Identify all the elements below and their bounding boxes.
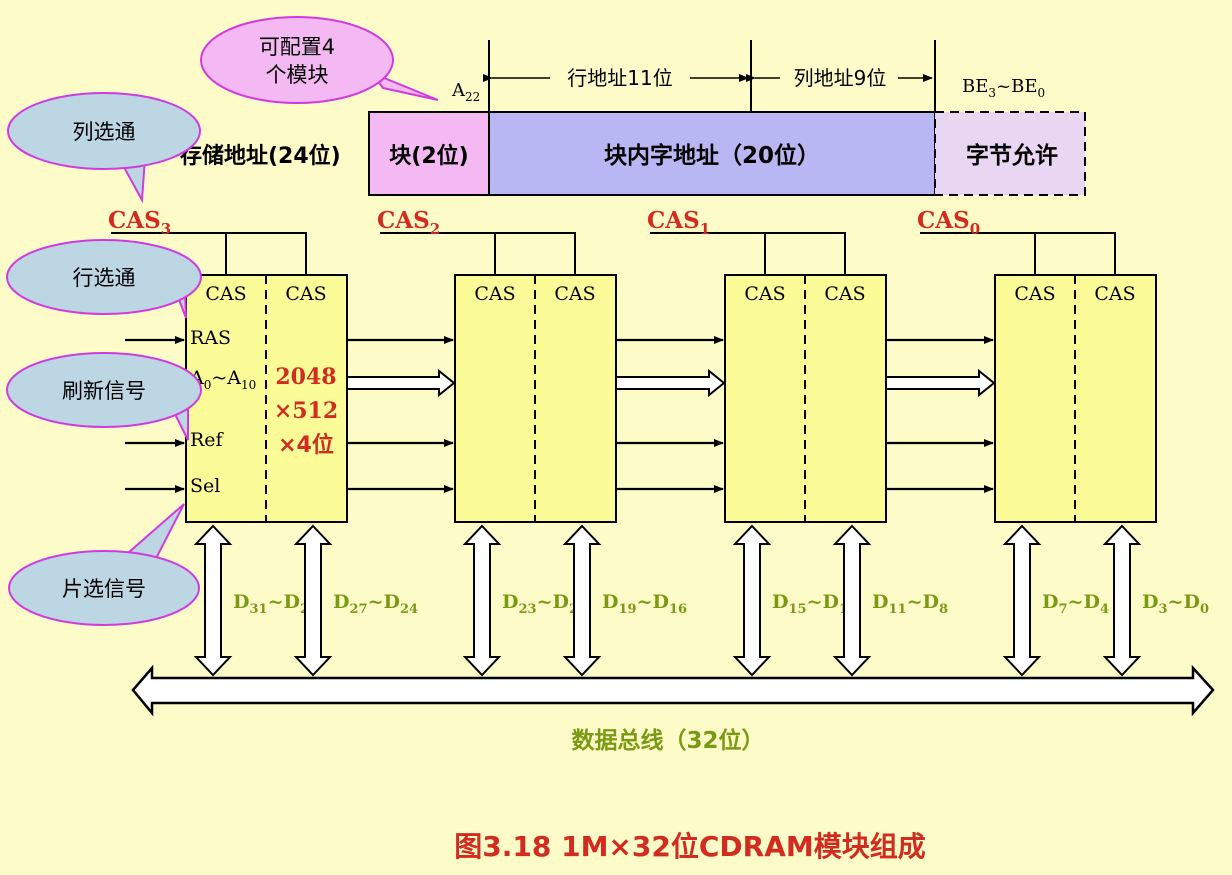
figure-caption: 图3.18 1M×32位CDRAM模块组成 bbox=[454, 830, 926, 863]
data-line-arrow bbox=[562, 524, 602, 677]
svg-text:刷新信号: 刷新信号 bbox=[62, 379, 146, 403]
svg-text:可配置4: 可配置4 bbox=[259, 35, 335, 59]
cas-pin-right: CAS bbox=[1094, 283, 1135, 305]
address-format: 行地址11位 列地址9位 A22 BE3~BE0 存储地址(24位) 块(2位)… bbox=[180, 40, 1086, 196]
modules: CAS3​CASCASD31​~D28​D27​~D24​CAS2​CASCAS… bbox=[108, 207, 1209, 677]
callout-refresh: 刷新信号 bbox=[6, 352, 202, 441]
row-address-label: 行地址11位 bbox=[567, 66, 672, 90]
callout-cas-strobe: 列选通 bbox=[7, 92, 201, 204]
module-3-pins: RAS A0~A10 Ref Sel 2048 ×512 ×4位 bbox=[189, 327, 338, 497]
inner-word-field bbox=[488, 111, 936, 196]
cas-pin-right: CAS bbox=[554, 283, 595, 305]
inner-word-field-label: 块内字地址（20位） bbox=[604, 142, 820, 169]
data-bus-label: 数据总线（32位） bbox=[571, 727, 764, 754]
module-0: CAS0​ CAS CAS D7​~D4​ D3​~D0​ bbox=[885, 207, 1209, 677]
byte-enable-field-label: 字节允许 bbox=[966, 142, 1058, 169]
data-bits-right: D19​~D16​ bbox=[602, 591, 687, 617]
cas-pin-right: CAS bbox=[285, 283, 326, 305]
block-field bbox=[368, 111, 490, 196]
data-bus-arrow bbox=[131, 664, 1215, 717]
a22-label: A22 bbox=[451, 80, 480, 104]
callout-chip-select: 片选信号 bbox=[8, 503, 200, 626]
capacity-line-1: 2048 bbox=[275, 364, 336, 390]
address-bus-arrow bbox=[615, 368, 726, 398]
storage-address-label: 存储地址(24位) bbox=[180, 143, 341, 169]
address-pin-label: A0~A10 bbox=[189, 367, 256, 392]
cas-pin-left: CAS bbox=[744, 283, 785, 305]
data-bits-left: D7​~D4​ bbox=[1042, 591, 1109, 617]
callout-config: 可配置4 个模块 bbox=[200, 16, 439, 104]
capacity-line-3: ×4位 bbox=[278, 432, 334, 458]
data-bits-right: D27​~D24​ bbox=[333, 591, 418, 617]
cas-pin-left: CAS bbox=[1014, 283, 1055, 305]
cas-signal-label: CAS0​ bbox=[917, 207, 980, 238]
callouts: 可配置4 个模块 列选通 行选通 刷新信号 片选信号 bbox=[6, 16, 439, 626]
address-bus-arrow bbox=[885, 368, 996, 398]
column-address-label: 列地址9位 bbox=[794, 66, 887, 90]
data-line-arrow bbox=[1002, 524, 1042, 677]
byte-enable-label: BE3~BE0 bbox=[962, 76, 1045, 100]
cas-pin-left: CAS bbox=[474, 283, 515, 305]
data-line-arrow bbox=[193, 524, 233, 677]
block-field-label: 块(2位) bbox=[389, 143, 468, 169]
ras-pin-label: RAS bbox=[190, 327, 231, 349]
cas-signal-label: CAS3​ bbox=[108, 207, 171, 238]
cas-signal-label: CAS1​ bbox=[647, 207, 710, 238]
sel-pin-label: Sel bbox=[190, 475, 220, 497]
svg-text:个模块: 个模块 bbox=[266, 63, 329, 87]
byte-enable-field bbox=[934, 111, 1086, 196]
data-bits-right: D11​~D8​ bbox=[872, 591, 948, 617]
data-bits-right: D3​~D0​ bbox=[1142, 591, 1209, 617]
data-line-arrow bbox=[462, 524, 502, 677]
callout-ras-strobe: 行选通 bbox=[6, 239, 202, 319]
data-line-arrow bbox=[732, 524, 772, 677]
ref-pin-label: Ref bbox=[190, 429, 225, 451]
svg-text:列选通: 列选通 bbox=[73, 120, 136, 144]
cas-signal-label: CAS2​ bbox=[377, 207, 440, 238]
cas-pin-right: CAS bbox=[824, 283, 865, 305]
data-line-arrow bbox=[832, 524, 872, 677]
data-line-arrow bbox=[1102, 524, 1142, 677]
cas-pin-left: CAS bbox=[205, 283, 246, 305]
data-line-arrow bbox=[293, 524, 333, 677]
svg-text:片选信号: 片选信号 bbox=[62, 577, 146, 601]
capacity-line-2: ×512 bbox=[274, 398, 338, 424]
address-bus-arrow bbox=[346, 368, 456, 398]
svg-text:行选通: 行选通 bbox=[73, 266, 136, 290]
data-bus: 数据总线（32位） bbox=[131, 664, 1215, 754]
